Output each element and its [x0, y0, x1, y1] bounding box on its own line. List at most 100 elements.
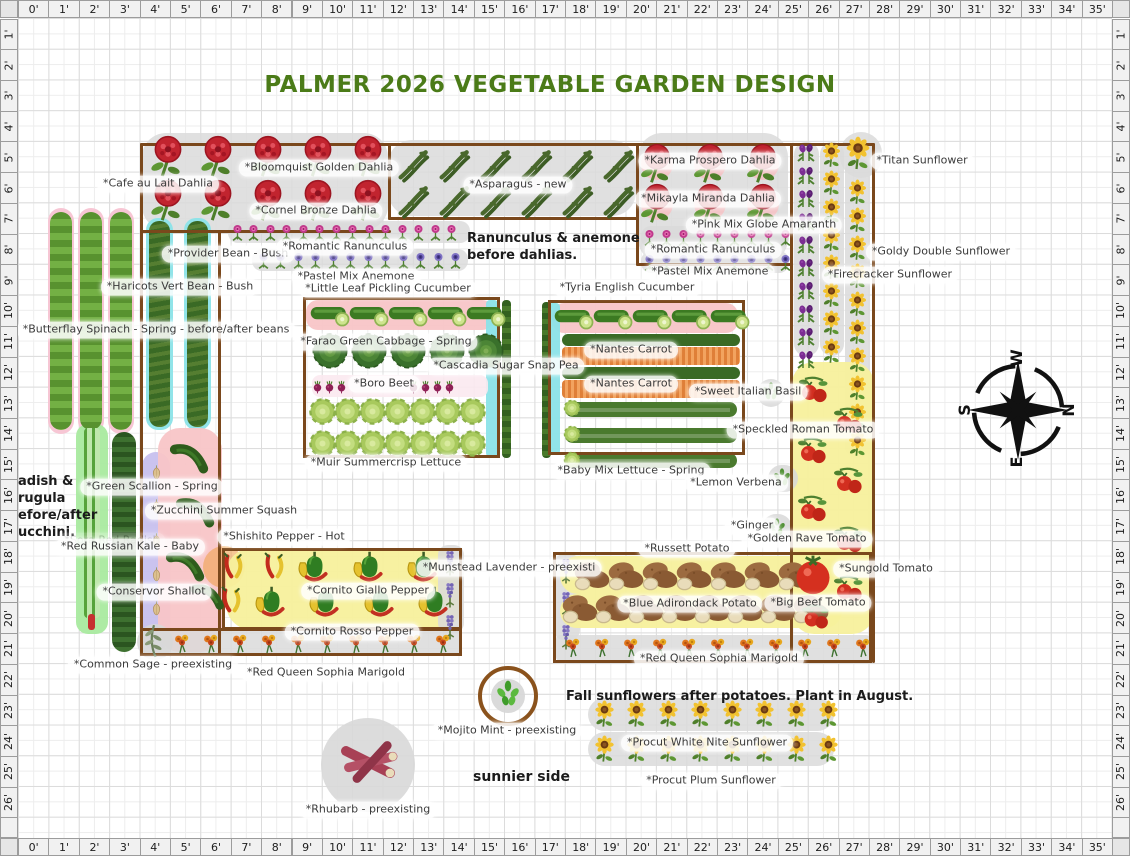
shallot-icon[interactable]: [148, 600, 165, 617]
marigold-icon[interactable]: [851, 635, 875, 659]
ruler-tick-label: 1': [2, 29, 16, 40]
cucumberlog-icon[interactable]: [426, 293, 468, 335]
marigold-icon[interactable]: [257, 631, 281, 655]
ruler-tick-label: 13': [1114, 394, 1128, 412]
ruler-tick: 21': [0, 633, 18, 665]
snap-pea-vine[interactable]: [542, 302, 551, 458]
ruler-tick: 32': [990, 0, 1022, 18]
ruler-tick: 7': [1112, 202, 1130, 235]
plant-label: *Common Sage - preexisting: [67, 656, 239, 674]
amaranth-icon[interactable]: [794, 279, 818, 303]
amaranth-icon[interactable]: [794, 348, 818, 372]
marigold-icon[interactable]: [170, 631, 194, 655]
amaranth-icon[interactable]: [794, 302, 818, 326]
sunflower-icon[interactable]: [844, 347, 871, 374]
dahlia-icon[interactable]: [195, 134, 241, 180]
bellpepper-icon[interactable]: [349, 547, 387, 585]
sunflower-icon[interactable]: [590, 735, 619, 764]
beet-icon[interactable]: [442, 379, 457, 394]
amaranth-icon[interactable]: [794, 141, 818, 165]
cucumberlog-icon[interactable]: [348, 293, 390, 335]
asparagus-icon[interactable]: [394, 180, 434, 220]
marigold-icon[interactable]: [590, 635, 614, 659]
marigold-icon[interactable]: [431, 631, 455, 655]
plant-label: *Red Queen Sophia Marigold: [633, 650, 805, 668]
zucchini-icon[interactable]: [167, 438, 213, 484]
sunflower-icon[interactable]: [818, 282, 845, 309]
marigold-icon[interactable]: [822, 635, 846, 659]
amaranth-icon[interactable]: [794, 187, 818, 211]
ruler-tick: 13': [0, 387, 18, 419]
bed-border: [790, 143, 793, 663]
spinach-column[interactable]: [80, 212, 102, 430]
beet-icon[interactable]: [334, 379, 349, 394]
amaranth-icon[interactable]: [794, 256, 818, 280]
snap-pea-vine[interactable]: [502, 300, 511, 458]
tomato-icon[interactable]: [795, 434, 831, 470]
ruler-tick: 18': [1112, 540, 1130, 573]
cucumberlog-icon[interactable]: [670, 296, 712, 338]
ruler-tick: 12': [0, 356, 18, 389]
lavender-icon[interactable]: [435, 580, 465, 610]
marigold-icon[interactable]: [228, 631, 252, 655]
baby-lettuce-row[interactable]: [565, 402, 737, 417]
sage-icon[interactable]: [135, 622, 173, 660]
amaranth-icon[interactable]: [794, 233, 818, 257]
sunflower-icon[interactable]: [818, 142, 845, 169]
shallot-icon[interactable]: [148, 566, 165, 583]
ruler-tick: 26': [1112, 786, 1130, 819]
amaranth-icon[interactable]: [794, 325, 818, 349]
ruler-tick: 20': [625, 0, 658, 18]
sunflower-icon[interactable]: [840, 136, 876, 172]
sunflower-icon[interactable]: [818, 170, 845, 197]
lettuce-icon[interactable]: [458, 397, 487, 426]
ruler-tick: 8': [261, 0, 293, 18]
tomato-icon[interactable]: [831, 464, 867, 500]
ruler-tick: 24': [0, 725, 18, 757]
sunflower-icon[interactable]: [814, 735, 843, 764]
plant-label: *Asparagus - new: [463, 176, 573, 194]
cucumberlog-icon[interactable]: [592, 296, 634, 338]
cucumberlog-icon[interactable]: [709, 296, 751, 338]
bellpepper-icon[interactable]: [251, 582, 289, 620]
cucumberlog-icon[interactable]: [631, 296, 673, 338]
sunflower-icon[interactable]: [818, 310, 845, 337]
sunflower-icon[interactable]: [818, 338, 845, 365]
lettuce-icon[interactable]: [563, 425, 581, 443]
ranunculus-icon[interactable]: [441, 222, 462, 243]
ruler-tick: 20': [1112, 602, 1130, 635]
cucumberlog-icon[interactable]: [309, 293, 351, 335]
sunflower-icon[interactable]: [844, 291, 871, 318]
asparagus-icon[interactable]: [599, 144, 639, 184]
mintleaf-icon[interactable]: [492, 678, 524, 710]
ruler-tick-label: 24': [1114, 732, 1128, 750]
sunflower-icon[interactable]: [844, 179, 871, 206]
spinach-column[interactable]: [50, 212, 72, 430]
dahlia-icon[interactable]: [145, 134, 191, 180]
sunflower-icon[interactable]: [844, 319, 871, 346]
amaranth-icon[interactable]: [794, 164, 818, 188]
cucumberlog-icon[interactable]: [465, 293, 507, 335]
cucumberlog-icon[interactable]: [553, 296, 595, 338]
lettuce-icon[interactable]: [458, 429, 487, 458]
anemone-icon[interactable]: [445, 250, 466, 271]
rhubarb-icon[interactable]: [335, 729, 401, 795]
sunflower-icon[interactable]: [844, 375, 871, 402]
lettuce-icon[interactable]: [563, 399, 581, 417]
chilipair-icon[interactable]: [259, 551, 291, 583]
spinach-column[interactable]: [110, 212, 132, 430]
asparagus-icon[interactable]: [599, 180, 639, 220]
ruler-tick: 18': [0, 540, 18, 573]
marigold-icon[interactable]: [199, 631, 223, 655]
tomato-icon[interactable]: [795, 492, 831, 528]
baby-lettuce-row[interactable]: [565, 428, 737, 443]
scallion-tip[interactable]: [88, 614, 95, 630]
sunflower-icon[interactable]: [844, 207, 871, 234]
bellpepper-icon[interactable]: [294, 547, 332, 585]
ruler-tick-label: 18': [1114, 548, 1128, 566]
asparagus-icon[interactable]: [394, 144, 434, 184]
marigold-icon[interactable]: [561, 635, 585, 659]
cucumberlog-icon[interactable]: [387, 293, 429, 335]
scallion-column[interactable]: [84, 428, 100, 618]
tomatobig-icon[interactable]: [791, 552, 835, 596]
